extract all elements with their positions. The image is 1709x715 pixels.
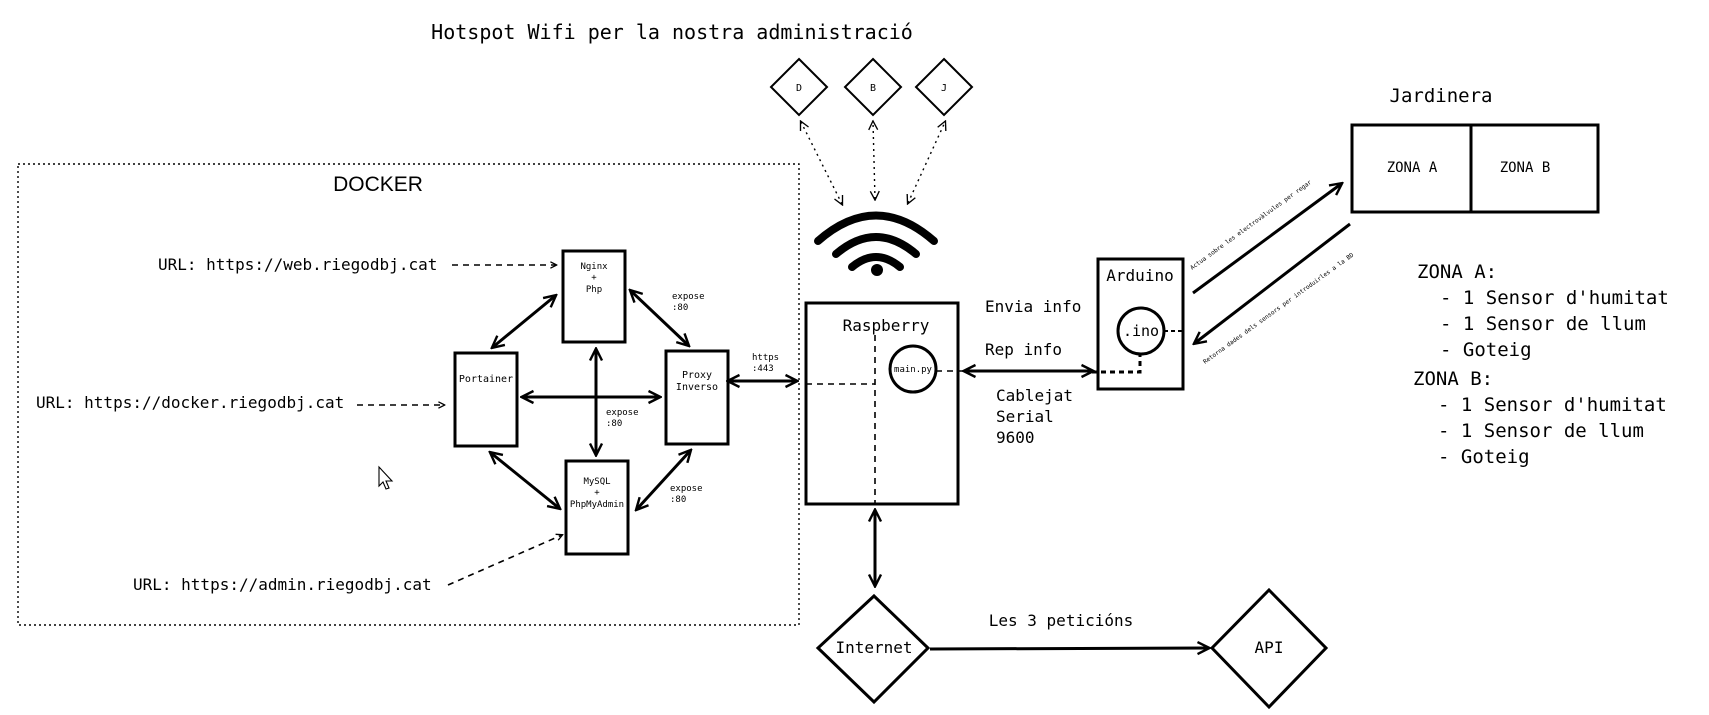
device-label-d: D xyxy=(796,83,802,94)
portainer-box: Portainer xyxy=(453,351,519,448)
proxy-box: Proxy Inverso xyxy=(664,349,730,446)
expose-bottom-1: expose xyxy=(670,484,703,494)
rep-info-label: Rep info xyxy=(985,340,1062,359)
arduino-box: Arduino .ino xyxy=(1092,257,1185,391)
hotspot-device-d: D xyxy=(769,57,829,117)
arduino-label: Arduino xyxy=(1106,266,1173,285)
expose-top-1: expose xyxy=(672,292,705,302)
proxy-label-2: Inverso xyxy=(676,382,718,393)
return-arrow xyxy=(1195,222,1351,343)
mysql-box: MySQL + PhpMyAdmin xyxy=(564,459,630,556)
zone-b-item-2: - 1 Sensor de llum xyxy=(1438,420,1644,442)
main-py-label: main.py xyxy=(894,365,933,375)
internet-api-arrow xyxy=(929,648,1208,649)
portainer-label: Portainer xyxy=(459,374,513,385)
jardinera-box: ZONA A ZONA B xyxy=(1350,123,1600,214)
zone-b-label: ZONA B xyxy=(1500,160,1551,176)
mysql-label-1: MySQL xyxy=(583,477,610,487)
wifi-icon xyxy=(814,211,938,276)
hotspot-title: Hotspot Wifi per la nostra administració xyxy=(431,20,913,44)
expose-top-2: :80 xyxy=(672,303,688,313)
zone-b-item-1: - 1 Sensor d'humitat xyxy=(1438,394,1667,416)
mysql-label-3: PhpMyAdmin xyxy=(570,500,624,510)
device-label-j: J xyxy=(941,83,947,94)
api-diamond: API xyxy=(1209,587,1329,710)
nginx-label-2: + xyxy=(591,273,597,283)
zone-a-label: ZONA A xyxy=(1387,160,1438,176)
raspberry-label: Raspberry xyxy=(843,316,930,335)
mysql-label-2: + xyxy=(594,488,600,498)
url-web: URL: https://web.riegodbj.cat xyxy=(158,255,437,274)
cablejat-label-1: Cablejat xyxy=(996,386,1073,405)
ino-label: .ino xyxy=(1123,322,1159,340)
zone-a-item-3: - Goteig xyxy=(1440,339,1532,361)
raspberry-box: Raspberry main.py xyxy=(804,301,960,506)
peticions-label: Les 3 peticións xyxy=(989,611,1134,630)
zone-b-item-3: - Goteig xyxy=(1438,446,1530,468)
https-label-2: :443 xyxy=(752,364,774,374)
zone-a-item-2: - 1 Sensor de llum xyxy=(1440,313,1646,335)
expose-mid-2: :80 xyxy=(606,419,622,429)
mouse-cursor-icon xyxy=(378,465,394,490)
internet-diamond: Internet xyxy=(815,593,931,705)
url-docker: URL: https://docker.riegodbj.cat xyxy=(36,393,344,412)
main-py-circle xyxy=(888,344,938,394)
docker-connections xyxy=(491,291,796,509)
url-admin-arrow xyxy=(447,535,562,586)
envia-info-label: Envia info xyxy=(985,297,1081,316)
hotspot-device-b: B xyxy=(843,57,903,117)
act-note: Actua sobre les electrovàlvules per rega… xyxy=(1189,179,1313,272)
wifi-device-links xyxy=(801,122,945,204)
internet-label: Internet xyxy=(835,638,912,657)
zone-b-title: ZONA B: xyxy=(1413,368,1493,390)
proxy-label-1: Proxy xyxy=(682,370,712,381)
act-arrow xyxy=(1192,184,1341,295)
api-label: API xyxy=(1255,638,1284,657)
hotspot-device-j: J xyxy=(914,57,974,117)
docker-title: DOCKER xyxy=(333,173,423,196)
url-admin: URL: https://admin.riegodbj.cat xyxy=(133,575,432,594)
zone-a-title: ZONA A: xyxy=(1417,261,1497,283)
https-label-1: https xyxy=(752,353,779,363)
jardinera-title: Jardinera xyxy=(1390,85,1493,107)
zone-a-item-1: - 1 Sensor d'humitat xyxy=(1440,287,1669,309)
cablejat-label-3: 9600 xyxy=(996,428,1035,447)
nginx-box: Nginx + Php xyxy=(561,249,627,344)
nginx-label-1: Nginx xyxy=(580,262,608,272)
cablejat-label-2: Serial xyxy=(996,407,1054,426)
expose-mid-1: expose xyxy=(606,408,639,418)
docker-boundary xyxy=(17,163,800,626)
expose-bottom-2: :80 xyxy=(670,495,686,505)
nginx-label-3: Php xyxy=(586,285,602,295)
device-label-b: B xyxy=(870,83,876,94)
